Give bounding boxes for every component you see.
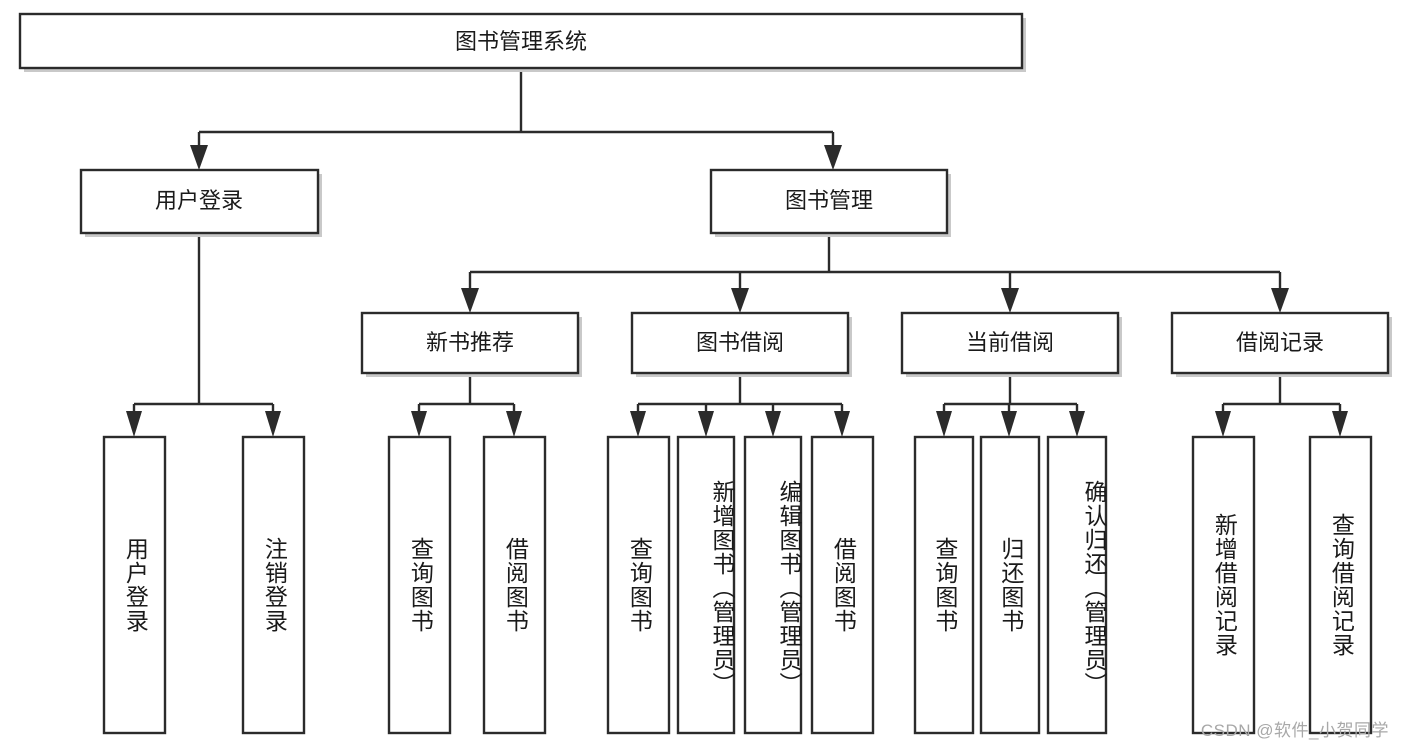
leaf-box-current-borrow-1[interactable] (979, 435, 1041, 735)
leaf-box-new-book-0[interactable] (387, 435, 452, 735)
node-borrow-record[interactable]: 借阅记录 (1170, 311, 1392, 377)
node-book-borrow-label: 图书借阅 (696, 330, 784, 355)
leaf-box-user-login-1[interactable] (241, 435, 306, 735)
node-book-management[interactable]: 图书管理 (709, 168, 951, 237)
connector-userlogin-to-leaves (126, 233, 281, 437)
node-current-borrow[interactable]: 当前借阅 (900, 311, 1122, 377)
node-new-book-recommend[interactable]: 新书推荐 (360, 311, 582, 377)
node-root-label: 图书管理系统 (455, 29, 587, 54)
leaf-box-borrow-record-1[interactable] (1308, 435, 1373, 735)
connector-newbook-to-leaves (411, 375, 522, 437)
node-current-borrow-label: 当前借阅 (966, 330, 1054, 355)
leaf-box-user-login-0[interactable] (102, 435, 167, 735)
node-root[interactable]: 图书管理系统 (18, 12, 1026, 72)
node-new-book-recommend-label: 新书推荐 (426, 330, 514, 355)
leaf-box-current-borrow-0[interactable] (913, 435, 975, 735)
leaf-box-book-borrow-2[interactable] (743, 435, 803, 735)
node-user-login-label: 用户登录 (155, 188, 243, 213)
leaf-box-borrow-record-0[interactable] (1191, 435, 1256, 735)
connector-bookborrow-to-leaves (630, 375, 850, 437)
connector-borrowrecord-to-leaves (1215, 375, 1348, 437)
leaf-box-book-borrow-1[interactable] (676, 435, 736, 735)
leaf-box-new-book-1[interactable] (482, 435, 547, 735)
connector-currentborrow-to-leaves (936, 375, 1085, 437)
leaf-box-book-borrow-0[interactable] (606, 435, 671, 735)
csdn-watermark: CSDN @软件_小贺同学 (1200, 721, 1389, 740)
node-book-management-label: 图书管理 (785, 188, 873, 213)
leaf-box-book-borrow-3[interactable] (810, 435, 875, 735)
node-book-borrow[interactable]: 图书借阅 (630, 311, 852, 377)
node-user-login[interactable]: 用户登录 (79, 168, 322, 237)
connector-bookmgmt-to-level3 (461, 233, 1289, 313)
connector-root-to-level2 (190, 68, 842, 170)
node-borrow-record-label: 借阅记录 (1236, 330, 1324, 355)
leaf-box-current-borrow-2[interactable] (1046, 435, 1108, 735)
